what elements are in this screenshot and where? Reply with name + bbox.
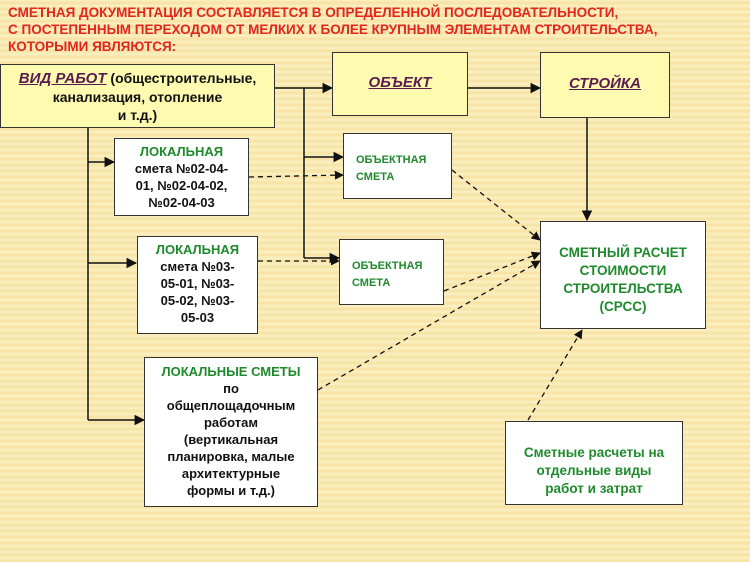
slide-title: СМЕТНАЯ ДОКУМЕНТАЦИЯ СОСТАВЛЯЕТСЯ В ОПРЕ… xyxy=(8,4,743,55)
object-estimate-2-box: ОБЪЕКТНАЯ СМЕТА xyxy=(339,239,444,305)
object-box: ОБЪЕКТ xyxy=(332,52,468,116)
object-estimate-2-line-2: СМЕТА xyxy=(352,277,391,289)
local-estimates-site-line-1: по xyxy=(223,381,239,396)
local-estimate-2-line-3: 05-02, №03- xyxy=(160,293,235,308)
local-estimates-site-line-6: архитектурные xyxy=(181,466,281,481)
separate-estimates-line-2: отдельные виды xyxy=(536,463,652,478)
summary-estimate-line-1: СМЕТНЫЙ РАСЧЕТ xyxy=(559,245,687,260)
object-label: ОБЪЕКТ xyxy=(368,74,432,91)
dashed-objest2-to-summary xyxy=(443,251,541,292)
local-estimate-2-heading: ЛОКАЛЬНАЯ xyxy=(155,242,240,257)
separate-estimates-box: Сметные расчеты на отдельные виды работ … xyxy=(505,421,683,505)
object-estimate-1-line-1: ОБЪЕКТНАЯ xyxy=(356,154,427,166)
object-estimate-2-line-1: ОБЪЕКТНАЯ xyxy=(352,260,423,272)
title-line-3: КОТОРЫМИ ЯВЛЯЮТСЯ: xyxy=(8,39,177,54)
dashed-objest1-to-summary xyxy=(451,169,541,241)
separate-estimates-line-3: работ и затрат xyxy=(545,481,643,496)
dashed-localsite-to-summary xyxy=(317,260,541,391)
local-estimates-site-line-3: работам xyxy=(203,415,259,430)
construction-site-label: СТРОЙКА xyxy=(569,75,641,92)
local-estimate-1-line-1: смета №02-04- xyxy=(134,161,229,176)
local-estimate-2-line-1: смета №03- xyxy=(160,259,235,274)
dashed-local1-to-objest1 xyxy=(248,170,344,180)
local-estimate-1-heading: ЛОКАЛЬНАЯ xyxy=(139,144,224,159)
local-estimate-2-line-4: 05-03 xyxy=(180,310,215,325)
local-estimate-1-line-2: 01, №02-04-02, xyxy=(135,178,228,193)
separate-estimates-line-1: Сметные расчеты на xyxy=(523,445,665,460)
work-type-heading: ВИД РАБОТ xyxy=(18,70,107,87)
title-line-2: С ПОСТЕПЕННЫМ ПЕРЕХОДОМ ОТ МЕЛКИХ К БОЛЕ… xyxy=(8,22,658,37)
work-type-line-1: (общестроительные, xyxy=(106,70,257,86)
object-estimate-1-box: ОБЪЕКТНАЯ СМЕТА xyxy=(343,133,452,199)
work-type-line-3: и т.д.) xyxy=(117,107,158,123)
construction-site-box: СТРОЙКА xyxy=(540,52,670,118)
object-estimate-1-line-2: СМЕТА xyxy=(356,171,395,183)
summary-estimate-line-3: СТРОИТЕЛЬСТВА xyxy=(563,281,683,296)
local-estimates-site-heading: ЛОКАЛЬНЫЕ СМЕТЫ xyxy=(161,364,301,379)
local-estimates-site-line-4: (вертикальная xyxy=(183,432,279,447)
local-estimate-2-line-2: 05-01, №03- xyxy=(160,276,235,291)
local-estimate-2-box: ЛОКАЛЬНАЯ смета №03- 05-01, №03- 05-02, … xyxy=(137,236,258,334)
local-estimates-site-line-2: общеплощадочным xyxy=(166,398,296,413)
work-type-line-2: канализация, отопление xyxy=(52,89,223,105)
local-estimate-1-box: ЛОКАЛЬНАЯ смета №02-04- 01, №02-04-02, №… xyxy=(114,138,249,216)
local-estimates-site-line-7: формы и т.д.) xyxy=(187,483,275,498)
summary-estimate-line-4: (СРСС) xyxy=(599,299,647,314)
work-type-box: ВИД РАБОТ (общестроительные, канализация… xyxy=(0,64,275,128)
dashed-separate-to-summary xyxy=(527,329,583,421)
title-line-1: СМЕТНАЯ ДОКУМЕНТАЦИЯ СОСТАВЛЯЕТСЯ В ОПРЕ… xyxy=(8,5,619,20)
local-estimates-site-box: ЛОКАЛЬНЫЕ СМЕТЫ по общеплощадочным работ… xyxy=(144,357,318,507)
summary-estimate-line-2: СТОИМОСТИ xyxy=(579,263,667,278)
local-estimate-1-line-3: №02-04-03 xyxy=(148,195,215,210)
summary-estimate-box: СМЕТНЫЙ РАСЧЕТ СТОИМОСТИ СТРОИТЕЛЬСТВА (… xyxy=(540,221,706,329)
local-estimates-site-line-5: планировка, малые xyxy=(167,449,295,464)
